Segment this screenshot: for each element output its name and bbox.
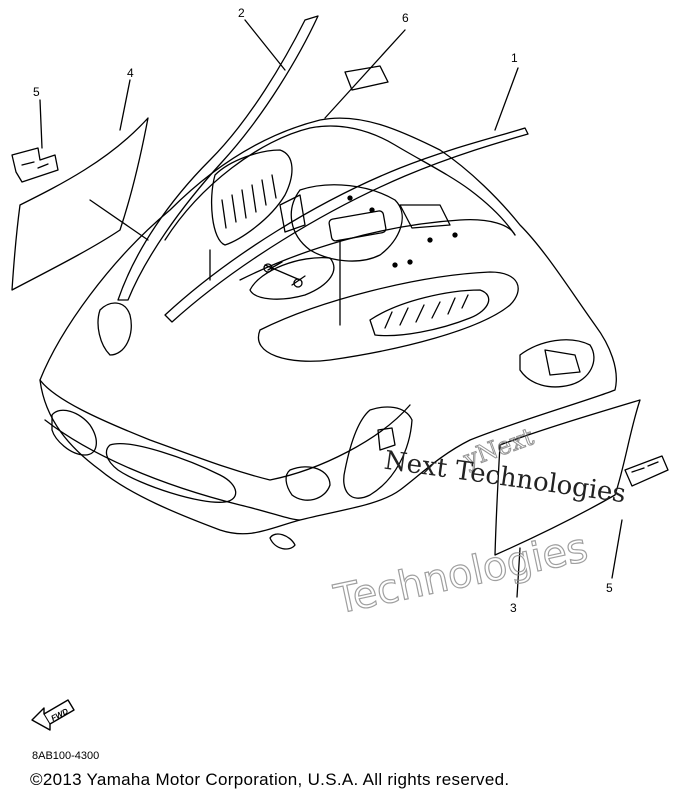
svg-text:Technologies: Technologies xyxy=(330,525,592,624)
hood-outline xyxy=(39,117,617,535)
part-6-plate xyxy=(344,65,389,91)
callout-1: 1 xyxy=(511,51,518,65)
fwd-arrow-icon: FWD xyxy=(31,699,75,731)
callout-5-left: 5 xyxy=(33,85,40,99)
part-5-emblem-right xyxy=(624,455,669,487)
part-1-stripe xyxy=(164,127,529,323)
headlight-left xyxy=(51,409,97,456)
headlight-right xyxy=(105,443,237,503)
upper-vent xyxy=(210,149,293,246)
callout-3: 3 xyxy=(510,601,517,615)
callout-4: 4 xyxy=(127,66,134,80)
callout-2: 2 xyxy=(238,6,245,20)
watermark: yNext Technologies Next Technologies xyxy=(329,422,627,624)
callout-6: 6 xyxy=(402,11,409,25)
part-2-stripe xyxy=(117,15,319,301)
part-4-decal xyxy=(11,117,149,291)
copyright-text: ©2013 Yamaha Motor Corporation, U.S.A. A… xyxy=(30,770,510,789)
part-code: 8AB100-4300 xyxy=(32,750,100,762)
part-5-emblem-left xyxy=(11,147,59,183)
callout-5-right: 5 xyxy=(606,581,613,595)
part-3-decal xyxy=(494,399,641,556)
lower-vent xyxy=(257,271,519,362)
